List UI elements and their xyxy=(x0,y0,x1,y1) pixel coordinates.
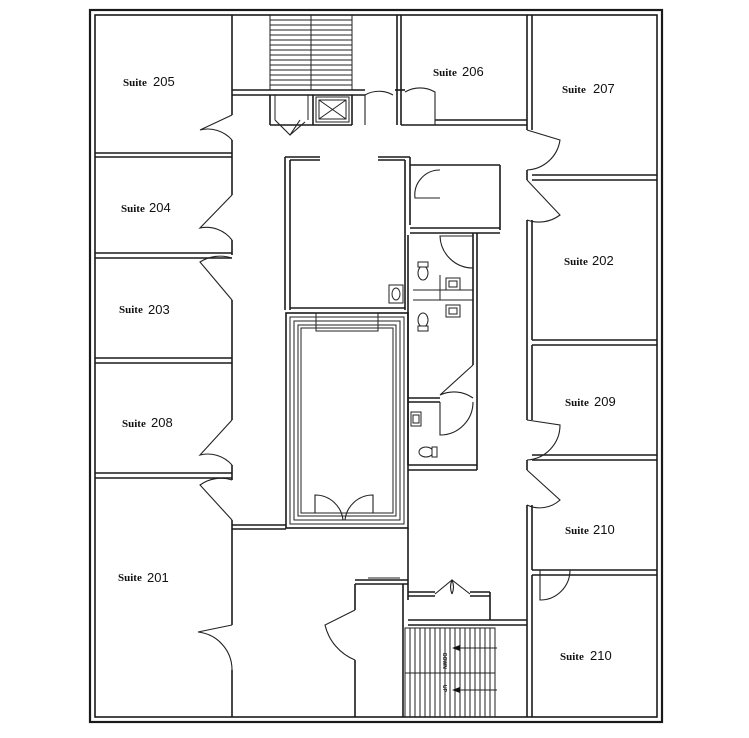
door[interactable] xyxy=(526,129,561,171)
door[interactable] xyxy=(404,87,436,125)
svg-text:206: 206 xyxy=(462,64,484,79)
bottom-core xyxy=(354,577,527,717)
doors xyxy=(197,87,571,671)
svg-text:Suite: Suite xyxy=(121,203,145,215)
svg-text:Suite: Suite xyxy=(565,397,589,409)
svg-text:Suite: Suite xyxy=(560,651,584,663)
svg-text:209: 209 xyxy=(594,394,616,409)
door[interactable] xyxy=(539,569,571,601)
right-suites xyxy=(526,15,657,717)
door[interactable] xyxy=(199,477,233,521)
sink-icon xyxy=(445,304,461,318)
door[interactable] xyxy=(364,90,394,125)
suite-209-label: Suite 209 xyxy=(565,394,616,409)
central-core xyxy=(232,156,411,600)
stair-arrow-icon xyxy=(452,645,497,651)
suite-201-label: Suite 201 xyxy=(118,570,169,585)
svg-text:203: 203 xyxy=(148,302,170,317)
door[interactable] xyxy=(439,235,474,269)
toilet-icon xyxy=(417,312,429,332)
suite-210-label: Suite 210 xyxy=(560,648,612,663)
toilet-icon xyxy=(417,261,429,281)
bottom-stair: DOWN UP xyxy=(404,627,497,718)
door[interactable] xyxy=(199,255,233,301)
door[interactable] xyxy=(198,419,233,466)
svg-text:201: 201 xyxy=(147,570,169,585)
svg-text:202: 202 xyxy=(592,253,614,268)
svg-text:Suite: Suite xyxy=(122,418,146,430)
suite-labels: Suite 205 Suite 206 Suite 207 Suite 204 … xyxy=(118,64,616,663)
svg-text:208: 208 xyxy=(151,415,173,430)
door[interactable] xyxy=(414,169,441,199)
door[interactable] xyxy=(274,119,301,136)
door[interactable] xyxy=(324,609,356,661)
suite-205-label: Suite 205 xyxy=(123,74,175,89)
door[interactable] xyxy=(199,114,233,141)
left-suites xyxy=(95,15,233,717)
svg-text:Suite: Suite xyxy=(564,256,588,268)
suite-204-label: Suite 204 xyxy=(121,200,171,215)
door[interactable] xyxy=(450,579,471,595)
suite-210-label: Suite 210 xyxy=(565,522,615,537)
suite-203-label: Suite 203 xyxy=(119,302,170,317)
svg-text:Suite: Suite xyxy=(562,84,586,96)
door[interactable] xyxy=(197,624,233,671)
door[interactable] xyxy=(526,179,561,223)
door[interactable] xyxy=(198,194,233,241)
suite-202-label: Suite 202 xyxy=(564,253,614,268)
elevator xyxy=(315,96,350,123)
toilet-icon xyxy=(418,446,438,458)
suite-206-label: Suite 206 xyxy=(433,64,484,79)
sink-icon xyxy=(410,411,422,427)
svg-text:Suite: Suite xyxy=(119,304,143,316)
stair-up-label: UP xyxy=(441,685,447,693)
stair-down-label: DOWN xyxy=(441,653,447,669)
svg-text:207: 207 xyxy=(593,81,615,96)
svg-text:Suite: Suite xyxy=(123,77,147,89)
door[interactable] xyxy=(439,364,474,399)
svg-text:210: 210 xyxy=(590,648,612,663)
door[interactable] xyxy=(526,419,561,461)
svg-text:210: 210 xyxy=(593,522,615,537)
suite-207-label: Suite 207 xyxy=(562,81,615,96)
restrooms xyxy=(407,164,501,471)
door[interactable] xyxy=(439,401,474,436)
top-stair xyxy=(269,14,353,91)
svg-text:Suite: Suite xyxy=(118,572,142,584)
atrium-doors xyxy=(314,494,374,521)
svg-text:204: 204 xyxy=(149,200,171,215)
door[interactable] xyxy=(526,469,561,509)
stair-arrow-icon xyxy=(452,687,497,693)
svg-text:Suite: Suite xyxy=(565,525,589,537)
outer-walls xyxy=(88,8,664,724)
sink-icon xyxy=(388,284,404,304)
suite-208-label: Suite 208 xyxy=(122,415,173,430)
svg-text:Suite: Suite xyxy=(433,67,457,79)
sink-icon xyxy=(445,277,461,291)
restroom-fixtures xyxy=(388,261,461,458)
door[interactable] xyxy=(289,121,306,136)
svg-text:205: 205 xyxy=(153,74,175,89)
